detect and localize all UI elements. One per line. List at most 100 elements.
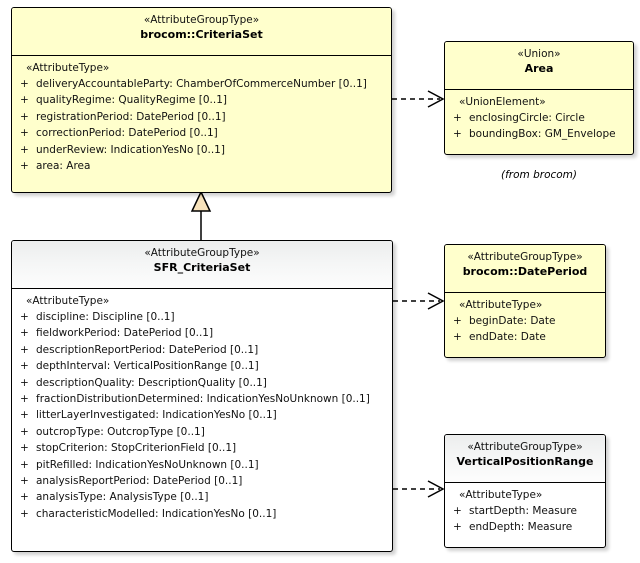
- attribute-label: depthInterval: VerticalPositionRange [0.…: [36, 360, 259, 373]
- class-name: brocom::CriteriaSet: [140, 28, 263, 41]
- class-stereotype: «Union»: [517, 48, 561, 60]
- attribute-row: +fractionDistributionDetermined: Indicat…: [12, 391, 392, 407]
- class-name: brocom::DatePeriod: [462, 265, 588, 278]
- visibility-marker: +: [20, 376, 29, 389]
- visibility-marker: +: [20, 409, 29, 422]
- attribute-row: + depthInterval: VerticalPositionRange [0…: [12, 358, 392, 374]
- attribute-label: beginDate: Date: [469, 315, 556, 327]
- class-stereotype: «AttributeGroupType»: [467, 251, 583, 263]
- visibility-marker: +: [20, 360, 29, 373]
- visibility-marker: +: [20, 127, 29, 140]
- attribute-row: + beginDate: Date: [445, 313, 605, 329]
- attribute-label: stopCriterion: StopCriterionField [0..1]: [36, 442, 237, 455]
- generalization-sfr-to-criteriaset: [190, 190, 212, 240]
- visibility-marker: +: [20, 507, 29, 520]
- visibility-marker: +: [20, 327, 29, 340]
- attribute-label: descriptionReportPeriod: DatePeriod [0..…: [36, 343, 259, 356]
- attribute-stereotype: «AttributeType»: [26, 295, 110, 307]
- visibility-marker: +: [453, 331, 462, 344]
- visibility-marker: +: [20, 491, 29, 504]
- attribute-row: + descriptionQuality: DescriptionQuality …: [12, 375, 392, 391]
- attribute-row: + area: Area: [12, 158, 391, 174]
- attribute-row: + boundingBox: GM_Envelope: [445, 126, 633, 142]
- visibility-marker: +: [453, 128, 462, 141]
- attribute-label: correctionPeriod: DatePeriod [0..1]: [36, 127, 218, 140]
- class-name: SFR_CriteriaSet: [153, 261, 251, 274]
- attribute-label: analysisReportPeriod: DatePeriod [0..1]: [36, 475, 243, 488]
- attribute-compartment-verticalpositionrange: «AttributeType» + startDepth: Measure + en…: [445, 483, 605, 541]
- visibility-marker: +: [453, 112, 462, 124]
- dependency-sfr-to-dateperiod: [393, 292, 445, 310]
- class-stereotype: «AttributeGroupType»: [467, 441, 583, 453]
- dependency-criteriaset-to-area: [392, 90, 445, 108]
- attribute-label: startDepth: Measure: [469, 505, 577, 517]
- attribute-label: litterLayerInvestigated: IndicationYesNo…: [36, 409, 277, 422]
- visibility-marker: +: [453, 315, 462, 327]
- attribute-row: + endDepth: Measure: [445, 519, 605, 535]
- attribute-row: + startDepth: Measure: [445, 503, 605, 519]
- visibility-marker: +: [20, 343, 29, 356]
- attribute-label: area: Area: [36, 160, 91, 173]
- visibility-marker: +: [20, 475, 29, 488]
- attribute-row: + litterLayerInvestigated: IndicationYesN…: [12, 407, 392, 423]
- class-box-sfr-criteriaset[interactable]: «AttributeGroupType» SFR_CriteriaSet «At…: [11, 240, 393, 552]
- visibility-marker: +: [20, 110, 29, 123]
- visibility-marker: +: [20, 78, 29, 90]
- class-caption-area: (from brocom): [500, 169, 578, 181]
- attribute-label: endDepth: Measure: [469, 521, 573, 534]
- class-box-brocom-dateperiod[interactable]: «AttributeGroupType» brocom::DatePeriod …: [444, 244, 606, 358]
- attribute-label: analysisType: AnalysisType [0..1]: [36, 491, 209, 504]
- attribute-row: + characteristicModelled: IndicationYesNo…: [12, 506, 392, 522]
- visibility-marker: +: [20, 160, 29, 173]
- class-box-brocom-criteriaset[interactable]: «AttributeGroupType» brocom::CriteriaSet…: [11, 7, 392, 193]
- class-header-verticalpositionrange: «AttributeGroupType» VerticalPositionRan…: [445, 435, 605, 483]
- attribute-label: endDate: Date: [469, 331, 546, 344]
- attribute-stereotype: «UnionElement»: [459, 96, 546, 108]
- class-box-area[interactable]: «Union» Area «UnionElement» + enclosingCi…: [444, 41, 634, 155]
- visibility-marker: +: [20, 94, 29, 107]
- class-header-sfr-criteriaset: «AttributeGroupType» SFR_CriteriaSet: [12, 241, 392, 289]
- attribute-row: + analysisReportPeriod: DatePeriod [0..1]: [12, 473, 392, 489]
- attribute-row: + fieldworkPeriod: DatePeriod [0..1]: [12, 325, 392, 341]
- attribute-stereotype: «AttributeType»: [26, 62, 110, 74]
- attribute-label: discipline: Discipline [0..1]: [36, 311, 175, 323]
- attribute-row: + correctionPeriod: DatePeriod [0..1]: [12, 125, 391, 141]
- attribute-row: +registrationPeriod: DatePeriod [0..1]: [12, 109, 391, 125]
- visibility-marker: +: [20, 458, 29, 471]
- visibility-marker: +: [20, 393, 29, 406]
- attribute-label: outcropType: OutcropType [0..1]: [36, 425, 205, 438]
- attribute-row: + analysisType: AnalysisType [0..1]: [12, 489, 392, 505]
- attribute-label: pitRefilled: IndicationYesNoUnknown [0..…: [36, 458, 259, 471]
- attribute-stereotype: «AttributeType»: [459, 489, 543, 501]
- class-header-brocom-dateperiod: «AttributeGroupType» brocom::DatePeriod: [445, 245, 605, 293]
- attribute-label: fieldworkPeriod: DatePeriod [0..1]: [36, 327, 214, 340]
- attribute-label: enclosingCircle: Circle: [469, 112, 585, 124]
- attribute-row: +discipline: Discipline [0..1]: [12, 309, 392, 325]
- visibility-marker: +: [20, 425, 29, 438]
- class-stereotype: «AttributeGroupType»: [143, 14, 260, 26]
- attribute-compartment-sfr-criteriaset: «AttributeType» +discipline: Discipline …: [12, 289, 392, 527]
- attribute-row: + enclosingCircle: Circle: [445, 110, 633, 126]
- class-name: Area: [524, 62, 554, 75]
- attribute-row: + deliveryAccountableParty: ChamberOfComm…: [12, 76, 391, 92]
- visibility-marker: +: [20, 143, 29, 156]
- attribute-label: characteristicModelled: IndicationYesNo …: [36, 507, 277, 520]
- class-box-verticalpositionrange[interactable]: «AttributeGroupType» VerticalPositionRan…: [444, 434, 606, 548]
- class-header-area: «Union» Area: [445, 42, 633, 90]
- attribute-compartment-brocom-criteriaset: «AttributeType» + deliveryAccountablePart…: [12, 56, 391, 179]
- attribute-label: deliveryAccountableParty: ChamberOfComme…: [36, 78, 367, 90]
- attribute-label: descriptionQuality: DescriptionQuality […: [36, 376, 267, 389]
- visibility-marker: +: [453, 521, 462, 534]
- attribute-label: qualityRegime: QualityRegime [0..1]: [36, 94, 227, 107]
- attribute-row: + underReview: IndicationYesNo [0..1]: [12, 142, 391, 158]
- attribute-label: underReview: IndicationYesNo [0..1]: [36, 143, 225, 156]
- attribute-label: boundingBox: GM_Envelope: [469, 128, 616, 141]
- attribute-row: + stopCriterion: StopCriterionField [0..1…: [12, 440, 392, 456]
- attribute-row: + endDate: Date: [445, 329, 605, 345]
- attribute-row: + qualityRegime: QualityRegime [0..1]: [12, 92, 391, 108]
- visibility-marker: +: [20, 442, 29, 455]
- visibility-marker: +: [453, 505, 462, 517]
- attribute-compartment-area: «UnionElement» +enclosingCircle: Circle …: [445, 90, 633, 148]
